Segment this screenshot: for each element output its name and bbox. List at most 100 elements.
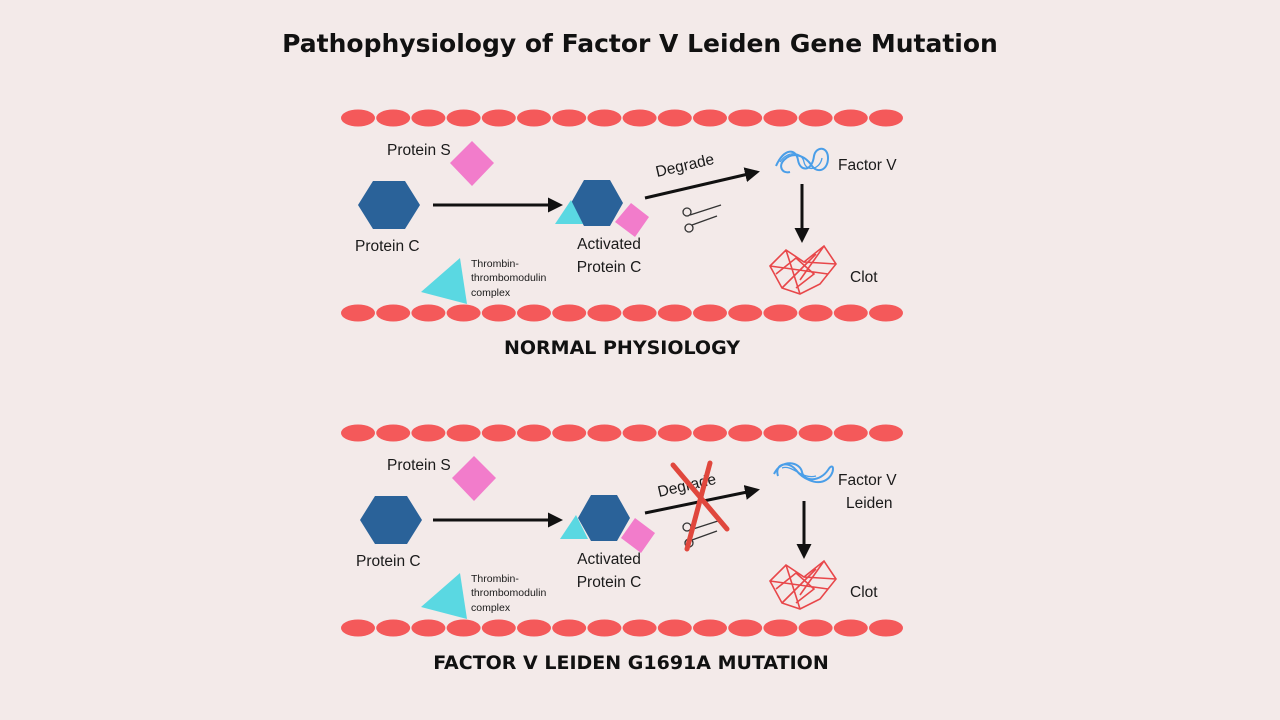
red-blood-cell bbox=[446, 619, 481, 637]
panel-caption: FACTOR V LEIDEN G1691A MUTATION bbox=[433, 652, 828, 674]
red-blood-cell bbox=[411, 109, 446, 127]
red-blood-cell bbox=[341, 304, 375, 322]
factor-v-coil-icon bbox=[775, 147, 830, 174]
red-blood-cell bbox=[622, 304, 657, 322]
panel-normal-physiology: Protein S Protein C Thrombin- thrombomod… bbox=[341, 109, 903, 359]
activated-thrombin-triangle bbox=[560, 515, 588, 539]
clot-label: Clot bbox=[850, 584, 878, 601]
red-blood-cell bbox=[693, 424, 727, 442]
protein-c-label: Protein C bbox=[356, 553, 421, 570]
red-blood-cell bbox=[552, 424, 587, 442]
activated-protein-c-hexagon bbox=[571, 180, 623, 226]
red-blood-cell bbox=[869, 619, 903, 637]
factor-v-label-line-1: Factor V bbox=[838, 157, 897, 174]
red-blood-cell bbox=[763, 424, 798, 442]
activated-label-line-2: Protein C bbox=[577, 259, 642, 276]
red-blood-cell bbox=[657, 304, 692, 322]
red-blood-cell bbox=[587, 619, 622, 637]
red-blood-cell bbox=[481, 619, 516, 637]
red-blood-cell bbox=[833, 424, 868, 442]
red-blood-cell bbox=[552, 109, 587, 127]
factor-v-label-line-2: Leiden bbox=[846, 495, 893, 512]
red-blood-cell bbox=[481, 424, 516, 442]
activated-label-line-1: Activated bbox=[577, 236, 641, 253]
protein-c-hexagon bbox=[358, 181, 420, 229]
red-blood-cell bbox=[728, 619, 763, 637]
red-blood-cell bbox=[657, 619, 692, 637]
diagram-title: Pathophysiology of Factor V Leiden Gene … bbox=[282, 29, 998, 58]
red-blood-cell bbox=[481, 109, 516, 127]
thrombin-label-line-2: thrombomodulin bbox=[471, 587, 546, 599]
red-blood-cell bbox=[341, 619, 375, 637]
red-blood-cell bbox=[517, 424, 551, 442]
red-blood-cell bbox=[411, 424, 446, 442]
red-blood-cell bbox=[833, 619, 868, 637]
red-blood-cell bbox=[376, 619, 411, 637]
clot-mesh-icon bbox=[769, 559, 837, 610]
protein-s-label: Protein S bbox=[387, 457, 451, 474]
degrade-label: Degrade bbox=[654, 151, 716, 181]
thrombin-label-line-3: complex bbox=[471, 287, 511, 299]
vessel-wall-top bbox=[341, 424, 903, 442]
red-blood-cell bbox=[693, 304, 727, 322]
red-blood-cell bbox=[587, 109, 622, 127]
red-blood-cell bbox=[622, 424, 657, 442]
red-blood-cell bbox=[657, 424, 692, 442]
red-blood-cell bbox=[446, 109, 481, 127]
red-blood-cell bbox=[693, 109, 727, 127]
red-blood-cell bbox=[763, 304, 798, 322]
red-blood-cell bbox=[341, 109, 375, 127]
vessel-wall-bottom bbox=[341, 304, 903, 322]
red-blood-cell bbox=[798, 619, 833, 637]
panel-factor-v-leiden-mutation: Protein S Protein C Thrombin- thrombomod… bbox=[341, 424, 903, 674]
clot-mesh-icon bbox=[769, 244, 837, 295]
red-blood-cell bbox=[552, 619, 587, 637]
red-blood-cell bbox=[693, 619, 727, 637]
vessel-wall-bottom bbox=[341, 619, 903, 637]
red-blood-cell bbox=[411, 304, 446, 322]
protein-s-shape bbox=[450, 141, 494, 186]
red-blood-cell bbox=[622, 109, 657, 127]
red-blood-cell bbox=[798, 424, 833, 442]
red-blood-cell bbox=[517, 304, 551, 322]
red-blood-cell bbox=[798, 304, 833, 322]
red-blood-cell bbox=[341, 424, 375, 442]
red-blood-cell bbox=[376, 424, 411, 442]
blocked-cross-icon bbox=[670, 460, 730, 552]
red-blood-cell bbox=[728, 109, 763, 127]
degrade-arrow bbox=[644, 167, 760, 200]
protein-s-label: Protein S bbox=[387, 142, 451, 159]
red-blood-cell bbox=[833, 109, 868, 127]
red-blood-cell bbox=[763, 109, 798, 127]
thrombin-complex-triangle bbox=[421, 573, 467, 619]
thrombin-label-line-1: Thrombin- bbox=[471, 573, 519, 585]
thrombin-label-line-1: Thrombin- bbox=[471, 258, 519, 270]
red-blood-cell bbox=[798, 109, 833, 127]
red-blood-cell bbox=[517, 109, 551, 127]
red-blood-cell bbox=[587, 304, 622, 322]
red-blood-cell bbox=[446, 304, 481, 322]
factor-v-label-line-1: Factor V bbox=[838, 472, 897, 489]
red-blood-cell bbox=[728, 424, 763, 442]
red-blood-cell bbox=[622, 619, 657, 637]
panel-caption: NORMAL PHYSIOLOGY bbox=[504, 337, 740, 359]
activated-protein-s-square bbox=[615, 203, 649, 237]
protein-c-label: Protein C bbox=[355, 238, 420, 255]
activated-protein-c-hexagon bbox=[578, 495, 630, 541]
red-blood-cell bbox=[376, 304, 411, 322]
protein-c-hexagon bbox=[360, 496, 422, 544]
clot-label: Clot bbox=[850, 269, 878, 286]
red-blood-cell bbox=[376, 109, 411, 127]
vessel-wall-top bbox=[341, 109, 903, 127]
activated-thrombin-triangle bbox=[555, 200, 583, 224]
activated-label-line-2: Protein C bbox=[577, 574, 642, 591]
red-blood-cell bbox=[481, 304, 516, 322]
thrombin-complex-triangle bbox=[421, 258, 467, 304]
red-blood-cell bbox=[869, 109, 903, 127]
activated-label-line-1: Activated bbox=[577, 551, 641, 568]
protein-s-shape bbox=[452, 456, 496, 501]
red-blood-cell bbox=[446, 424, 481, 442]
red-blood-cell bbox=[728, 304, 763, 322]
red-blood-cell bbox=[657, 109, 692, 127]
